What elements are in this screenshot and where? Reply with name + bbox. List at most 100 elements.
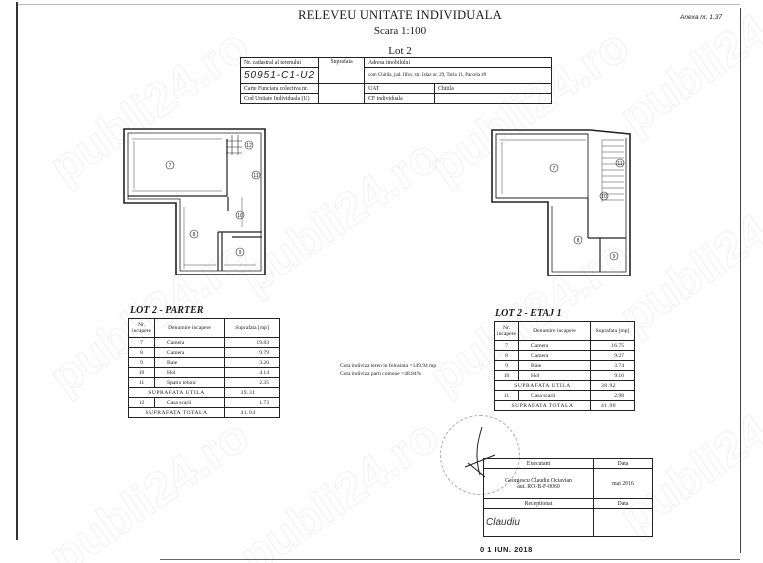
row-name: Camera (518, 340, 591, 351)
row-area: 9.79 (224, 347, 280, 358)
area-value (318, 83, 366, 104)
floor-plan-parter: 7 8 9 10 11 12 (123, 128, 266, 275)
row-area: 16.75 (590, 340, 635, 351)
uat-label: UAT (364, 83, 436, 94)
executant-label: Executant (483, 458, 594, 469)
table-row: 12 Casa scarii 1.73 (128, 397, 280, 408)
row-name: Baie (154, 357, 225, 368)
cota-indiviza: Cota indiviza teren in folosinta =149.94… (340, 362, 436, 378)
executant-info: Georgescu Claudiu Octavian aut. RO-B-F-0… (483, 468, 594, 499)
parter-title: LOT 2 - PARTER (130, 305, 204, 316)
executant-date-value: mai 2016 (593, 468, 653, 499)
table-row: 11 Casa scarii 2.98 (494, 390, 635, 401)
table-row: 10 Hol 4.14 (128, 367, 280, 378)
table-row: 8 Camera 9.27 (494, 350, 635, 361)
total-area-label: SUPRAFATA TOTALA (494, 400, 591, 411)
page-border-right (740, 8, 741, 553)
reception-date-label: Data (593, 498, 653, 509)
row-area: 9.27 (590, 350, 635, 361)
useful-area-value: 39.31 (224, 387, 280, 398)
row-nr: 8 (494, 350, 519, 361)
address-label: Adresa imobilului (364, 57, 552, 68)
room-label-8: 8 (577, 238, 580, 244)
room-label-7: 7 (553, 166, 556, 172)
room-label-10: 10 (601, 194, 607, 200)
reception-date-value (593, 508, 653, 537)
cf-value (434, 93, 552, 104)
date-stamp: 0 1 IUN. 2018 (480, 545, 533, 554)
area-label: Suprafata (318, 57, 366, 84)
row-area: 1.73 (224, 397, 280, 408)
table-row: 9 Baie 3.74 (494, 360, 635, 371)
cadastral-label: Nr. cadastral al terenului (239, 57, 320, 68)
executant-authorization: aut. RO-B-F-0060 (517, 483, 560, 490)
row-nr: 11 (494, 390, 519, 401)
table-row: 11 Spatiu tehnic 2.35 (128, 377, 280, 388)
room-label-11: 11 (617, 161, 622, 167)
total-area-value: 41.04 (224, 407, 280, 418)
document-scale: Scara 1:100 (373, 25, 427, 37)
annex-label: Anexa nr. 1.37 (680, 14, 723, 21)
col-name: Denumire incapere (154, 318, 225, 338)
room-label-9: 9 (613, 254, 616, 260)
row-area: 3.74 (590, 360, 635, 371)
table-row: 10 Hol 9.16 (494, 370, 635, 381)
room-label-12: 12 (246, 143, 252, 149)
parter-area-table: Nr. incapere Denumire incapere Suprafata… (128, 318, 280, 418)
col-nr: Nr. incapere (128, 318, 155, 338)
room-label-8: 8 (193, 232, 196, 238)
row-name: Casa scarii (518, 390, 591, 401)
row-area: 2.98 (590, 390, 635, 401)
row-area: 2.35 (224, 377, 280, 388)
total-area-value: 41.90 (590, 400, 635, 411)
room-label-11: 11 (253, 173, 258, 179)
row-nr: 9 (494, 360, 519, 371)
row-name: Hol (154, 367, 225, 378)
col-name: Denumire incapere (518, 321, 591, 341)
row-nr: 8 (128, 347, 155, 358)
total-area-row: SUPRAFATA TOTALA 41.90 (494, 400, 635, 411)
watermark: publi24.ro (40, 409, 259, 563)
etaj-title: LOT 2 - ETAJ 1 (495, 308, 562, 319)
row-area: 19.83 (224, 337, 280, 348)
document-title: RELEVEU UNITATE INDIVIDUALA (298, 8, 502, 22)
executant-date-label: Data (593, 458, 653, 469)
row-name: Casa scarii (154, 397, 225, 408)
room-label-7: 7 (169, 163, 172, 169)
row-area: 4.14 (224, 367, 280, 378)
useful-area-label: SUPRAFATA UTILA (494, 380, 591, 391)
cod-unitate-label: Cod Unitate Individuala (U) (239, 93, 320, 104)
row-nr: 11 (128, 377, 155, 388)
table-row: 7 Camera 16.75 (494, 340, 635, 351)
room-label-9: 9 (239, 250, 242, 256)
authorization-stamp (440, 415, 520, 495)
reception-label: Receptionat (483, 498, 594, 509)
page-border-bottom (160, 559, 740, 560)
row-nr: 10 (494, 370, 519, 381)
row-nr: 7 (494, 340, 519, 351)
row-name: Spatiu tehnic (154, 377, 225, 388)
floor-plan-etaj: 7 8 9 10 11 (491, 129, 631, 276)
col-area: Suprafata [mp] (224, 318, 280, 338)
carte-funciara-label: Carte Funciara colectiva nr. (239, 83, 320, 94)
cota-parti-comune: Cota indiviza parti comune =48.84% (340, 371, 422, 377)
useful-area-row: SUPRAFATA UTILA 38.92 (494, 380, 635, 391)
etaj-area-table: Nr. incapere Denumire incapere Suprafata… (494, 321, 635, 411)
useful-area-value: 38.92 (590, 380, 635, 391)
row-area: 3.20 (224, 357, 280, 368)
cota-teren: Cota indiviza teren in folosinta =149.94… (340, 363, 437, 369)
row-name: Hol (518, 370, 591, 381)
row-nr: 7 (128, 337, 155, 348)
address-value: com Chitila, jud. Ilfov, str. Islaz nr. … (364, 67, 552, 84)
cf-label: CF individuala (364, 93, 436, 104)
cadastral-value: 50951-C1-U2 (239, 67, 320, 84)
row-area: 9.16 (590, 370, 635, 381)
executant-name: Georgescu Claudiu Octavian (505, 477, 572, 484)
row-nr: 10 (128, 367, 155, 378)
col-nr: Nr. incapere (494, 321, 519, 341)
table-row: 9 Baie 3.20 (128, 357, 280, 368)
row-nr: 9 (128, 357, 155, 368)
useful-area-row: SUPRAFATA UTILA 39.31 (128, 387, 280, 398)
reception-signature: Claudiu (483, 508, 594, 537)
row-nr: 12 (128, 397, 155, 408)
